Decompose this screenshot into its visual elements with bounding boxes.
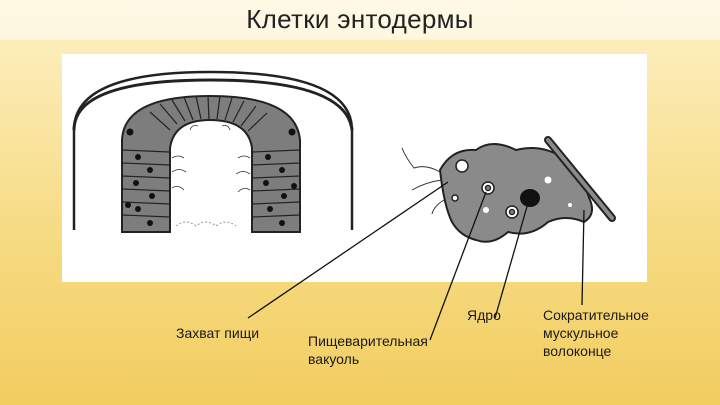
cell-body <box>438 143 593 243</box>
label-digestive-vacuole: Пищеварительная вакуоль <box>308 333 428 367</box>
label-contractile-fiber: Сократительное мускульное волоконце <box>543 307 649 359</box>
title-band <box>0 0 720 40</box>
label-nucleus: Ядро <box>467 307 501 323</box>
top-band <box>72 78 354 131</box>
pointer-contractile-fiber <box>581 209 585 306</box>
gastric-cavity <box>172 124 250 232</box>
pointer-nucleus <box>494 202 529 319</box>
pointer-digestive-vacuole <box>429 191 487 341</box>
body-wall-section <box>72 70 354 233</box>
pointer-lines <box>247 181 585 341</box>
pointer-food-capture <box>247 181 449 319</box>
label-food-capture: Захват пищи <box>176 325 260 341</box>
endoderm-band <box>121 94 301 233</box>
endoderm-cell <box>401 136 616 243</box>
slide-title: Клетки энтодермы <box>246 4 474 34</box>
nucleus <box>520 189 540 207</box>
